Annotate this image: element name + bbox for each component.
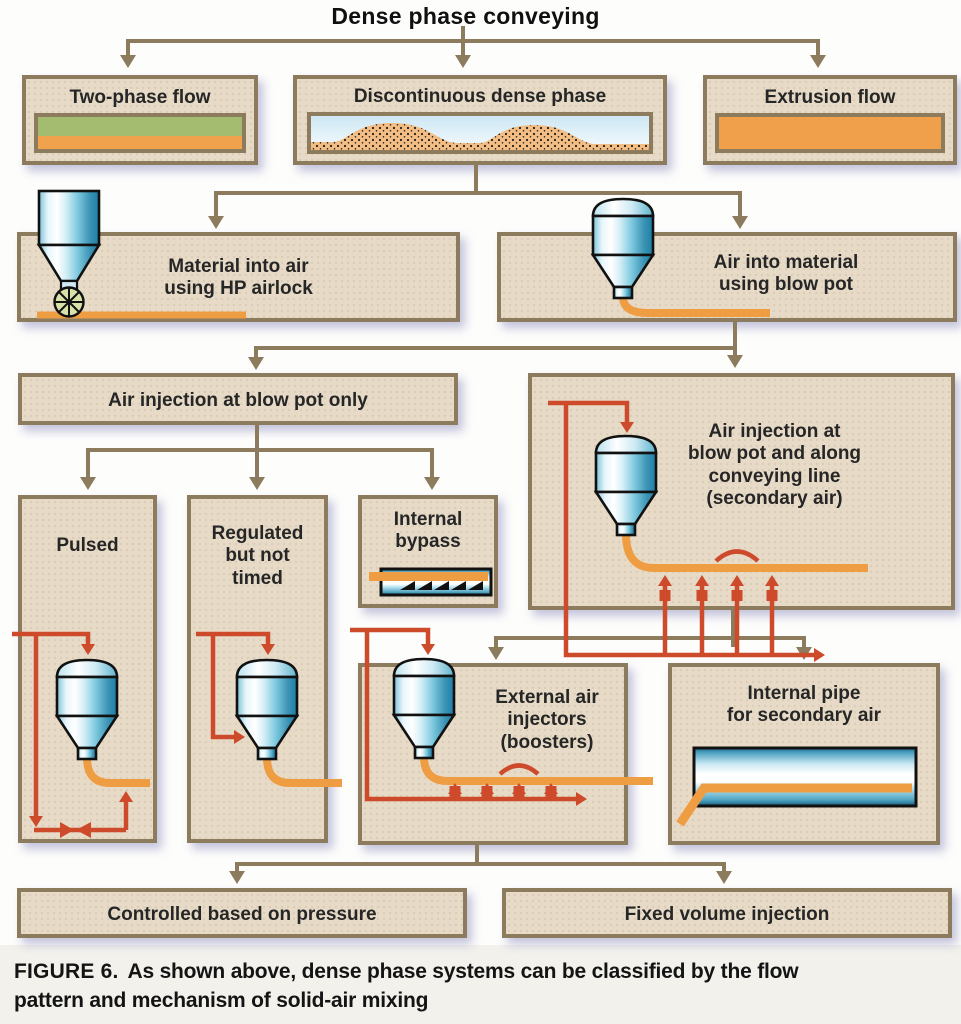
figure-caption-line1: As shown above, dense phase systems can … bbox=[127, 960, 799, 983]
node-discontinuous-dense-phase: Discontinuous dense phase bbox=[293, 75, 667, 165]
node-label: Controlled based on pressure bbox=[107, 904, 377, 925]
node-label: Air injection at blow pot and along conv… bbox=[687, 421, 862, 510]
node-label: Internal bypass bbox=[393, 509, 463, 553]
node-label: Extrusion flow bbox=[764, 87, 896, 108]
node-pulsed: Pulsed bbox=[18, 495, 157, 843]
figure-caption-tag: FIGURE 6. bbox=[14, 960, 119, 983]
node-internal-bypass: Internal bypass bbox=[358, 495, 498, 608]
node-fixed-volume-injection: Fixed volume injection bbox=[502, 888, 952, 938]
node-air-injection-blow-pot-only: Air injection at blow pot only bbox=[18, 373, 458, 425]
node-label: Pulsed bbox=[56, 535, 119, 556]
node-label: Fixed volume injection bbox=[624, 904, 830, 925]
node-label: External air injectors (boosters) bbox=[495, 687, 599, 753]
node-label: Regulated but not timed bbox=[211, 523, 304, 589]
caption-background bbox=[0, 945, 961, 1024]
node-material-into-air: Material into air using HP airlock bbox=[17, 232, 460, 322]
figure-caption-line2: pattern and mechanism of solid-air mixin… bbox=[14, 989, 429, 1013]
diagram-title: Dense phase conveying bbox=[331, 3, 600, 29]
node-label: Air into material using blow pot bbox=[713, 252, 859, 296]
node-label: Air injection at blow pot only bbox=[108, 390, 368, 411]
node-regulated-not-timed: Regulated but not timed bbox=[187, 495, 328, 843]
extrusion-slug-icon bbox=[715, 113, 945, 153]
node-label: Two-phase flow bbox=[69, 87, 211, 108]
node-air-injection-blow-pot-and-line: Air injection at blow pot and along conv… bbox=[528, 373, 955, 610]
node-external-air-injectors: External air injectors (boosters) bbox=[358, 663, 628, 845]
node-label: Discontinuous dense phase bbox=[353, 86, 607, 107]
node-controlled-based-on-pressure: Controlled based on pressure bbox=[17, 888, 467, 938]
node-air-into-material: Air into material using blow pot bbox=[497, 232, 957, 322]
node-internal-pipe-secondary-air: Internal pipe for secondary air bbox=[668, 663, 940, 845]
two-phase-stripes-icon bbox=[34, 113, 246, 153]
figure-caption: FIGURE 6. As shown above, dense phase sys… bbox=[14, 957, 948, 1016]
node-label: Internal pipe for secondary air bbox=[726, 683, 882, 727]
node-label: Material into air using HP airlock bbox=[164, 256, 313, 300]
